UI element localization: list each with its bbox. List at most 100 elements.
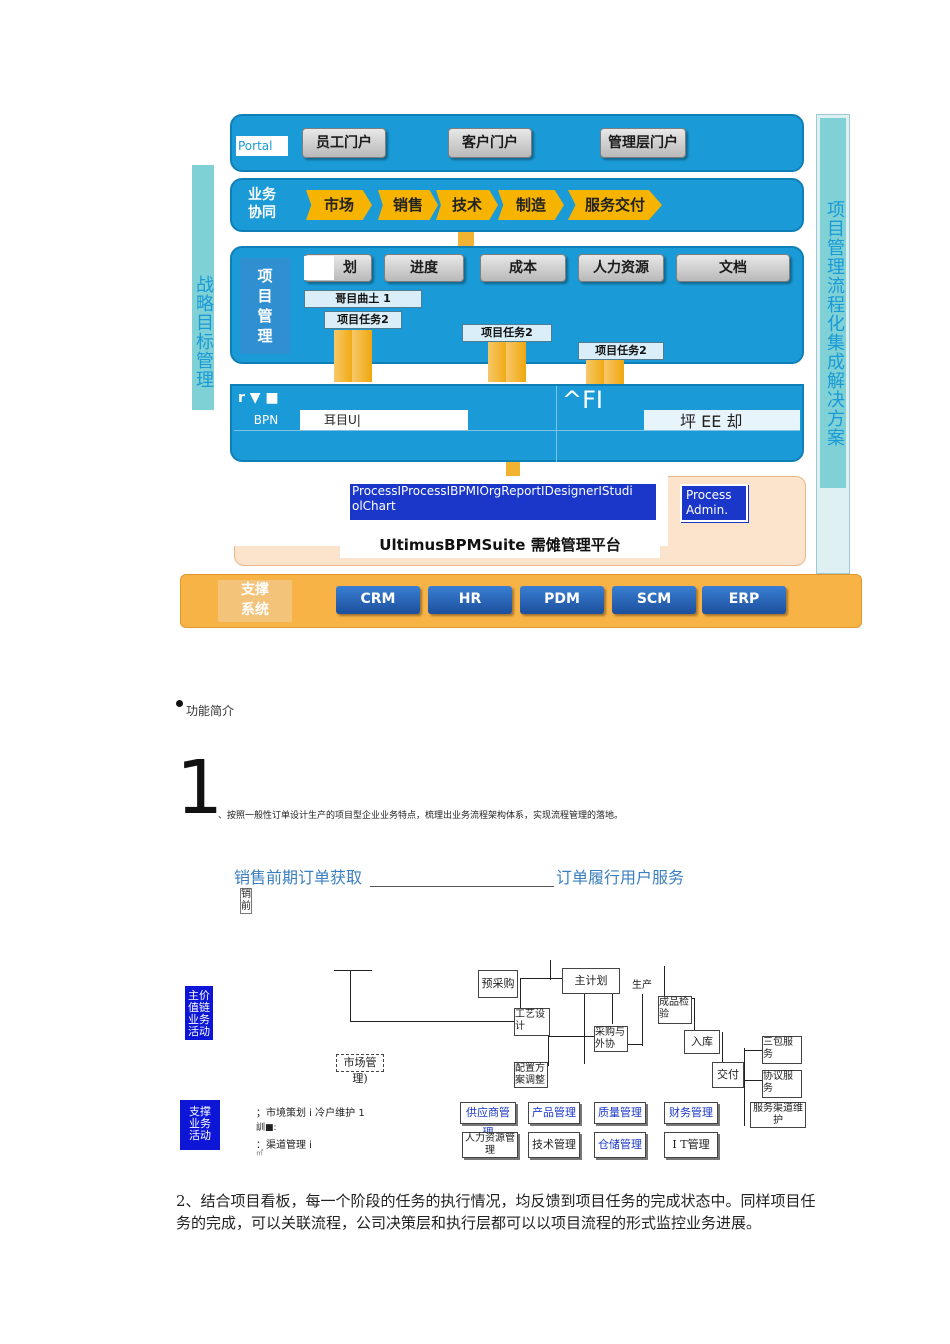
tech-mgmt-box: 技术管理 [528,1132,580,1158]
connector-arrow [458,232,474,246]
supplier-mgmt-box: 供应商管理 [460,1102,516,1139]
bpn-item-cell: 耳目U| [300,410,468,430]
biz-label: 业务 协同 [248,187,276,221]
flow-line [520,978,564,979]
hr-mgmt-box: 人力资源管理 [462,1132,518,1158]
pm-sub-2: 项目任务2 [324,311,402,329]
portal-management: 管理层门户 [600,128,686,158]
pm-label-box [240,258,290,354]
support-note-2: 訓■: [256,1123,277,1133]
system-hr: HR [428,586,512,614]
process-design-box: 工艺设计 [514,1008,550,1036]
system-pdm: PDM [520,586,604,614]
bpn-cell: BPN [253,413,279,427]
support-note-1: ；市境策划 i 冷户维护 1 [256,1108,365,1119]
flow-line [722,1032,723,1064]
pm-label: 项 目 管 理 [257,267,273,345]
bullet-title: 功能简介 [186,704,235,718]
produce-label: 生产 [632,980,652,991]
protocol-box: 协议服务 [762,1070,802,1098]
it-mgmt-box: I T管理 [664,1132,718,1158]
system-erp: ERP [702,586,786,614]
arrow-up-1 [352,330,372,382]
channel-maint-box: 服务渠道维护 [750,1102,806,1128]
architecture-diagram: 战略目标管理 项目管理流程化集成解决方案 Portal 员工门户 客户门户 管理… [180,110,862,630]
main-value-label: 主价值链业务活动 [185,986,213,1040]
product-mgmt-box: 产品管理 [528,1102,580,1124]
flow-line [744,1048,745,1126]
config-box: 配置方案调整 [514,1062,548,1088]
support-note-3: ：渠道管理 i [256,1140,312,1151]
master-plan-box: 主计划 [562,968,620,994]
arrow-up-3 [604,360,624,384]
solution-side-label: 项目管理流程化集成解决方案 [824,200,845,447]
system-scm: SCM [612,586,696,614]
warehouse-in-box: 入库 [684,1030,720,1054]
platform-title: UltimusBPMSuite 需傩管理平台 [340,534,660,558]
strategy-side-label: 战略目标管理 [193,275,214,389]
process-admin: Process Admin. [680,484,748,522]
flow-header-rule [370,886,554,887]
support-label: 支撑 系统 [218,580,292,622]
quality-mgmt-box: 质量管理 [594,1102,646,1124]
flow-line [664,966,665,996]
arrow-down-2 [488,342,508,382]
inspection-box: 成品检验 [658,996,692,1024]
bpn-fi: ^FI [562,386,603,414]
portal-label: Portal [236,136,288,156]
solution-side-strip [820,118,846,488]
flow-line [548,1036,549,1066]
platform-tools: ProcessIProcessIBPMIOrgReportIDesignerIS… [350,484,656,520]
pm-tab-docs: 文档 [676,254,790,282]
platform-connector [506,462,520,476]
flow-line [334,970,372,971]
system-crm: CRM [336,586,420,614]
portal-band [230,114,804,172]
bullet-dot [176,700,183,707]
flow-line [744,1080,762,1081]
support-note-4: ㎡ [256,1149,263,1157]
flow-line [642,994,643,1046]
portal-customer: 客户门户 [448,128,532,158]
bpn-grid-line [234,430,800,431]
delivery-box: 交付 [712,1062,744,1088]
flow-line [350,970,351,1022]
flow-line [584,994,585,1064]
flow-line [620,1044,642,1045]
pm-tab-progress: 进度 [384,254,464,282]
three-pack-box: 三包服务 [762,1036,802,1064]
arrow-up-2 [506,342,526,382]
biz-step-sales: 销售 [378,190,438,220]
strategy-side-bar [192,165,214,410]
pm-tab-plan-cover [304,256,334,280]
biz-step-manufacture: 制造 [498,190,564,220]
flow-header-mark: 销前 [240,888,252,914]
point-1-text: 、按照一般性订单设计生产的项目型企业业务特点，梳理出业务流程架构体系，实现流程管… [218,811,624,821]
biz-step-market: 市场 [306,190,372,220]
point-number-1: 1 [176,745,224,831]
flow-line [612,994,613,1024]
pm-tab-cost: 成本 [480,254,566,282]
biz-step-tech: 技术 [436,190,498,220]
bpn-right-cell: 坪 EE 却 [644,410,800,430]
portal-employee: 员工门户 [302,128,386,158]
pre-purchase-box: 预采购 [478,970,518,998]
flow-line [694,998,695,1032]
biz-step-delivery: 服务交付 [568,190,662,220]
support-activity-label: 支撑业务活动 [180,1100,220,1150]
paragraph-2: 2、结合项目看板，每一个阶段的任务的执行情况，均反馈到项目任务的完成状态中。同样… [176,1192,816,1232]
flow-line [520,978,521,1008]
bpn-marker: r ▼ ■ [238,390,279,406]
finance-mgmt-box: 财务管理 [664,1102,718,1124]
flow-line [744,1050,762,1051]
flow-line [550,960,551,980]
bpn-divider [556,386,557,462]
project-task-b: 项目任务2 [578,342,664,360]
flow-line [548,1036,596,1037]
flow-header-right: 订单履行用户服务 [556,868,685,887]
arrow-down-1 [334,330,354,382]
purchase-box: 采购与外协 [594,1026,628,1052]
pm-sub-1: 哥目曲土 1 [304,290,422,308]
arrow-down-3 [586,360,606,384]
market-mgmt-box: 市场管理) [336,1054,384,1085]
